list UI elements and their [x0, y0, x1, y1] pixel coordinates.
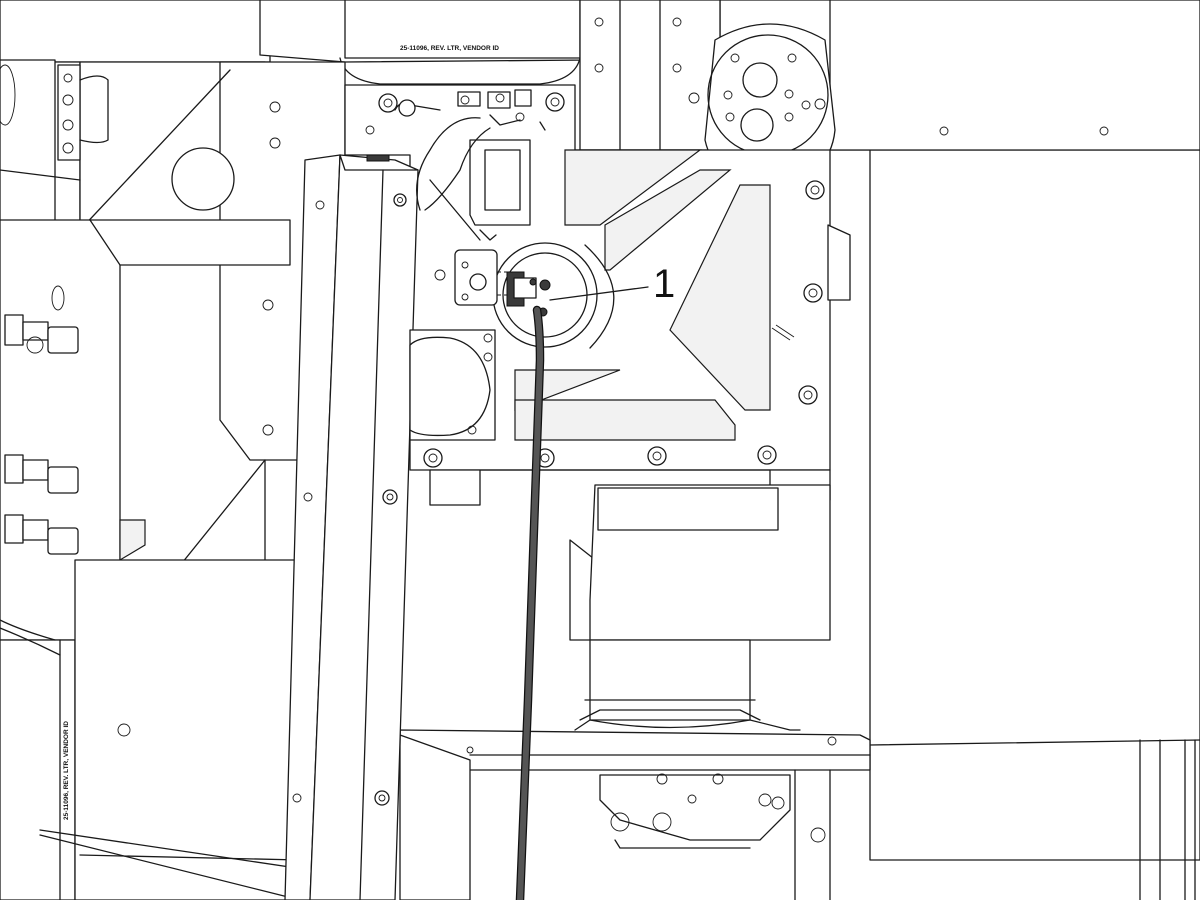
side-part-label: 25-11096, REV. LTR, VENDOR ID [63, 721, 70, 820]
lower-gearbox [399, 469, 871, 849]
sensor-assembly [394, 89, 615, 349]
vertical-channel [284, 154, 419, 900]
lower-enclosure: 25-11096, REV. LTR, VENDOR ID [0, 559, 831, 900]
leader-line [549, 286, 649, 301]
top-part-label: 25-11096, REV. LTR, VENDOR ID [400, 45, 499, 52]
upper-right-post [579, 0, 721, 151]
sensor-cable [515, 305, 545, 900]
callout-number: 1 [653, 262, 675, 306]
round-cover [409, 329, 496, 441]
callout-1: 1 [549, 262, 675, 306]
left-frame [0, 59, 346, 641]
